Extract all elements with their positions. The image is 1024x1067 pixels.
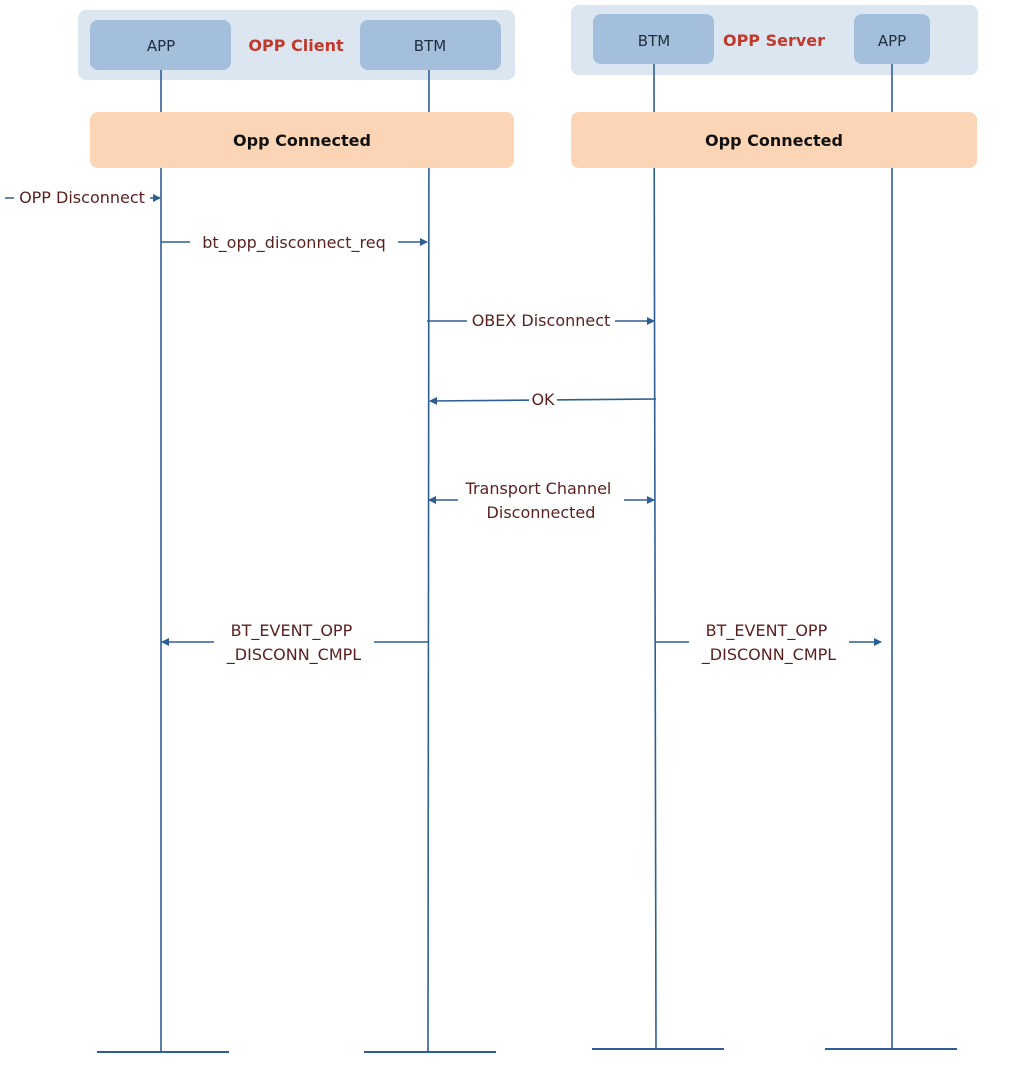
msg-bt-opp-disconnect-req-label: bt_opp_disconnect_req	[202, 233, 385, 253]
msg-obex-disconnect-label: OBEX Disconnect	[472, 311, 611, 330]
msg-ok: OK	[429, 389, 657, 411]
opp-client-group: APP OPP Client BTM	[78, 10, 515, 80]
server-btm-lifeline	[653, 63, 657, 1049]
msg-server-disconn-cmpl-label-bg	[689, 619, 849, 667]
msg-obex-disconnect-label-bg	[467, 310, 615, 332]
msg-transport-channel-disconnected-line-1: Transport Channel	[465, 479, 612, 498]
msg-opp-disconnect-label-bg	[14, 187, 150, 209]
msg-client-disconn-cmpl-line-2: _DISCONN_CMPL	[226, 645, 362, 665]
opp-client-title: OPP Client	[248, 36, 344, 55]
msg-client-disconn-cmpl: BT_EVENT_OPP _DISCONN_CMPL	[161, 619, 428, 667]
msg-server-disconn-cmpl-line-1: BT_EVENT_OPP	[706, 621, 828, 641]
client-connected-box	[90, 112, 514, 168]
msg-transport-channel-disconnected: Transport Channel Disconnected	[428, 477, 655, 525]
msg-bt-opp-disconnect-req: bt_opp_disconnect_req	[161, 231, 428, 253]
msg-bt-opp-disconnect-req-label-bg	[190, 231, 398, 253]
server-connected-label: Opp Connected	[705, 131, 843, 150]
opp-server-group: BTM OPP Server APP	[571, 5, 978, 75]
msg-server-disconn-cmpl-line-2: _DISCONN_CMPL	[701, 645, 837, 665]
msg-opp-disconnect: OPP Disconnect	[5, 187, 161, 209]
client-connected-label: Opp Connected	[233, 131, 371, 150]
server-connected-state: Opp Connected	[571, 112, 977, 168]
msg-obex-disconnect: OBEX Disconnect	[427, 310, 655, 332]
msg-opp-disconnect-label: OPP Disconnect	[19, 188, 145, 207]
server-app-node	[854, 14, 930, 64]
client-app-label: APP	[147, 37, 175, 55]
msg-transport-channel-disconnected-label-bg	[458, 477, 624, 525]
client-app-node	[90, 20, 231, 70]
msg-server-disconn-cmpl-label: BT_EVENT_OPP _DISCONN_CMPL	[701, 621, 837, 665]
server-app-label: APP	[878, 32, 906, 50]
client-connected-state: Opp Connected	[90, 112, 514, 168]
server-connected-box	[571, 112, 977, 168]
msg-transport-channel-disconnected-label: Transport Channel Disconnected	[465, 479, 617, 522]
msg-ok-label: OK	[531, 390, 555, 409]
msg-client-disconn-cmpl-line-1: BT_EVENT_OPP	[231, 621, 353, 641]
client-btm-lifeline	[427, 69, 430, 1053]
client-btm-label: BTM	[414, 37, 446, 55]
opp-server-title: OPP Server	[723, 31, 825, 50]
msg-server-disconn-cmpl: BT_EVENT_OPP _DISCONN_CMPL	[656, 619, 882, 667]
msg-client-disconn-cmpl-label: BT_EVENT_OPP _DISCONN_CMPL	[226, 621, 362, 665]
msg-client-disconn-cmpl-label-bg	[214, 619, 374, 667]
msg-ok-label-bg	[529, 389, 557, 411]
server-btm-node	[593, 14, 714, 64]
msg-transport-channel-disconnected-line-2: Disconnected	[487, 503, 596, 522]
server-btm-label: BTM	[638, 32, 670, 50]
client-btm-node	[360, 20, 501, 70]
